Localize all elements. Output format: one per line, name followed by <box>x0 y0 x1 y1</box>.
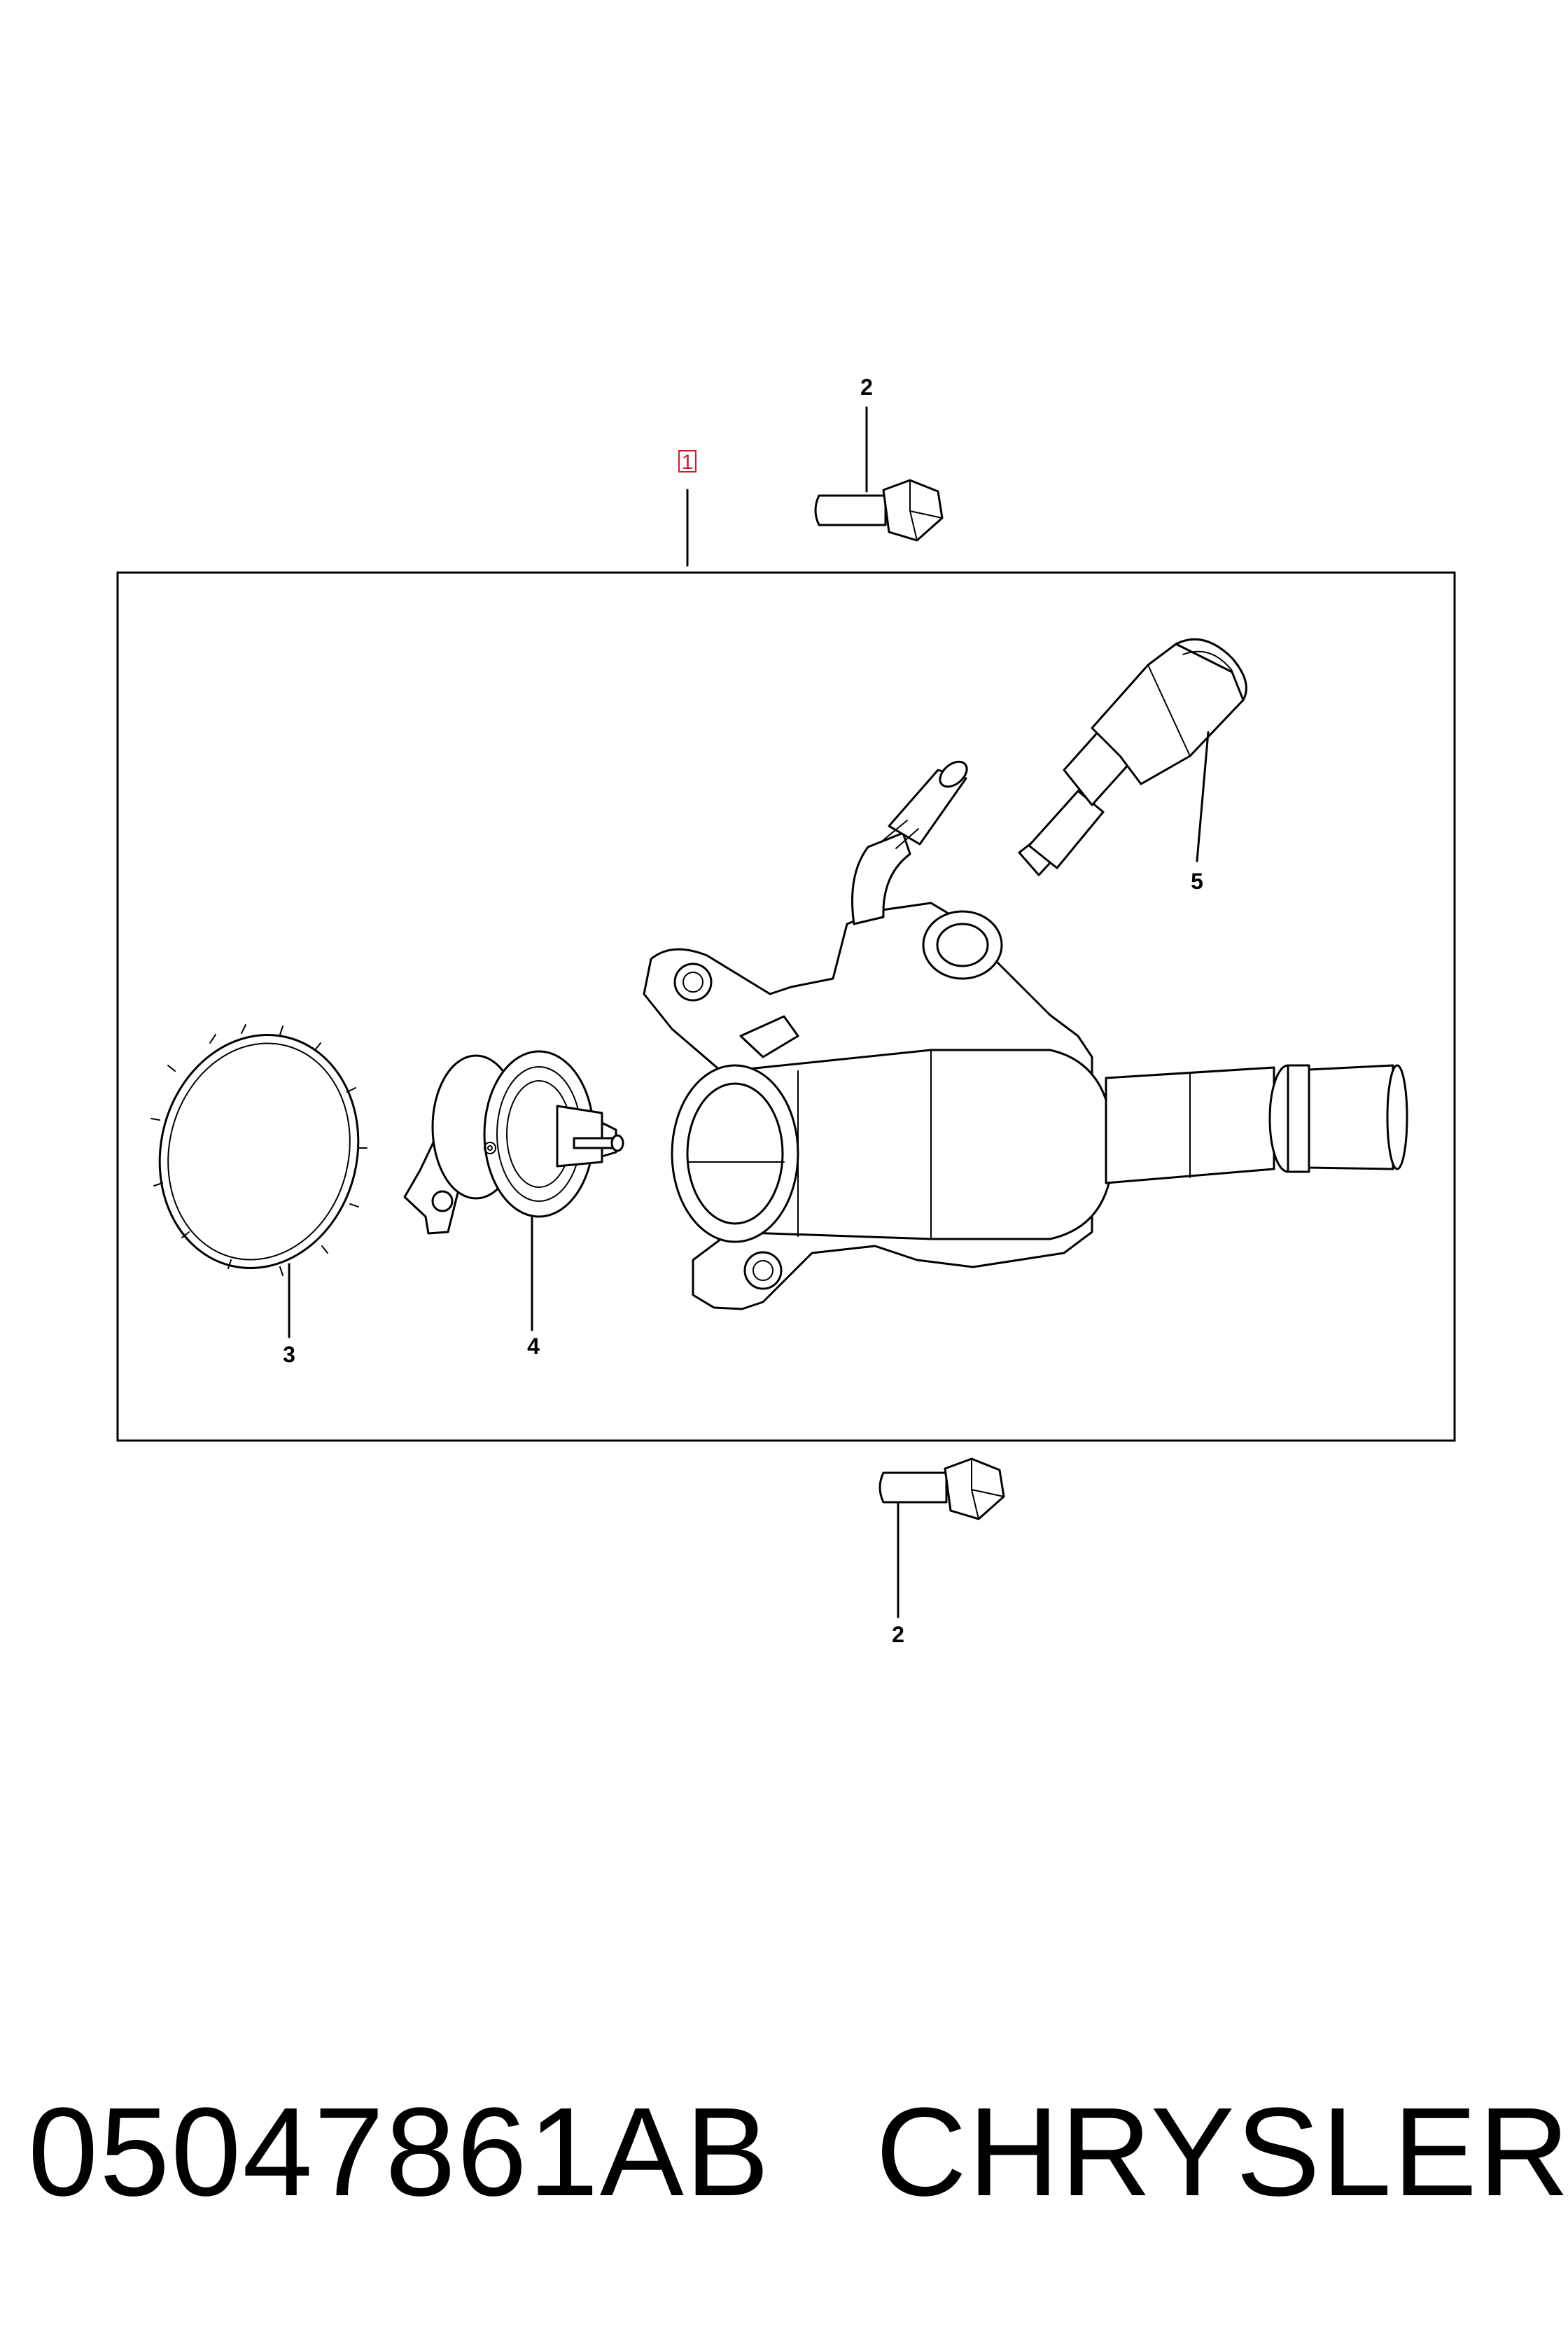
callout-1[interactable]: 1 <box>678 450 696 567</box>
bolt-bottom <box>878 1457 1005 1520</box>
brand-name: CHRYSLER <box>875 2082 1568 2222</box>
callout-2-bottom-label: 2 <box>892 1622 904 1647</box>
bolt-top <box>814 479 944 542</box>
callout-4[interactable]: 4 <box>527 1217 540 1359</box>
callout-4-label: 4 <box>527 1334 540 1359</box>
o-ring-gasket <box>150 1024 368 1276</box>
callout-2-bottom[interactable]: 2 <box>892 1502 904 1647</box>
temperature-sensor <box>1018 638 1247 876</box>
assembly-frame <box>116 571 1456 1442</box>
callout-5-label: 5 <box>1191 869 1203 894</box>
thermostat-housing <box>643 760 1408 1310</box>
callout-3[interactable]: 3 <box>283 1263 295 1367</box>
callout-2-top[interactable]: 2 <box>860 374 873 493</box>
callout-5[interactable]: 5 <box>1191 731 1210 894</box>
callout-2-top-label: 2 <box>860 374 873 400</box>
footer: 05047861AB CHRYSLER <box>28 2082 1568 2222</box>
callout-3-label: 3 <box>283 1342 295 1367</box>
callout-1-label: 1 <box>682 451 694 474</box>
part-number: 05047861AB <box>28 2082 771 2222</box>
thermostat <box>403 1050 624 1235</box>
